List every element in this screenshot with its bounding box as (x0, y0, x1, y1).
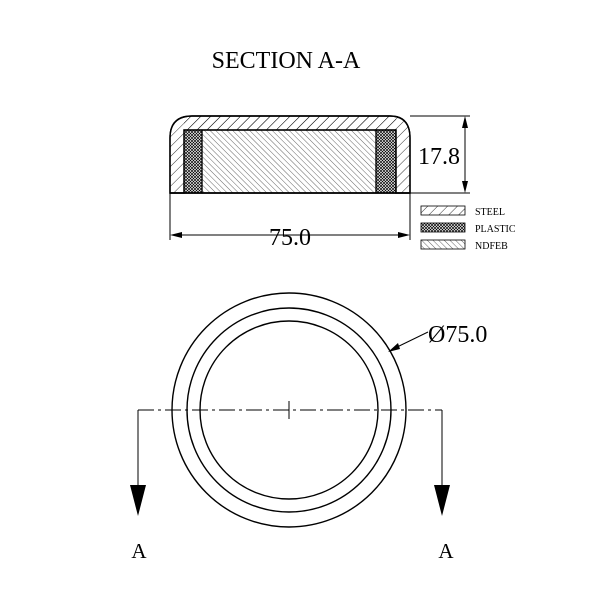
width-dimension: 75.0 (169, 193, 411, 251)
height-dimension: 17.8 (410, 115, 470, 194)
plastic-ring-right (375, 129, 397, 194)
legend-label-steel: STEEL (475, 207, 505, 218)
width-dimension-label: 75.0 (269, 225, 311, 251)
section-view (169, 115, 411, 194)
plastic-ring-left (183, 129, 203, 194)
legend-swatch-steel (420, 205, 466, 216)
section-arrow-left (130, 485, 146, 516)
ndfeb-magnet (201, 129, 377, 194)
material-legend: STEEL PLASTIC NDFEB (420, 205, 516, 252)
section-marker-left: A (131, 539, 147, 563)
section-title: SECTION A-A (212, 48, 361, 74)
legend-label-plastic: PLASTIC (475, 224, 516, 235)
legend-swatch-plastic (420, 222, 466, 233)
diameter-dimension-label: Ø75.0 (428, 322, 487, 348)
cutting-plane: A A (130, 409, 454, 563)
section-marker-right: A (438, 539, 454, 563)
legend-label-ndfeb: NDFEB (475, 241, 508, 252)
section-arrow-right (434, 485, 450, 516)
legend-swatch-ndfeb (420, 239, 466, 250)
height-dimension-label: 17.8 (418, 144, 460, 170)
diameter-dimension: Ø75.0 (388, 322, 487, 352)
steel-cup-top (184, 116, 396, 130)
